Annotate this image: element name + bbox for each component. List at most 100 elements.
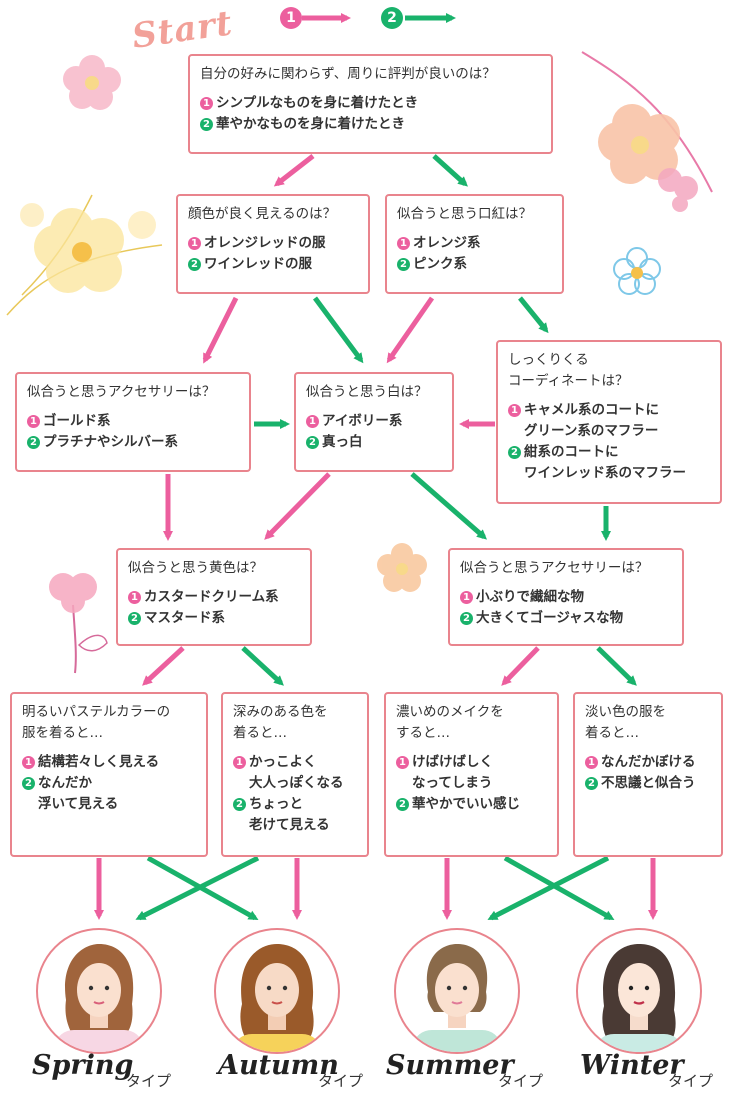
option-1-badge: 1 [460,591,473,604]
question-text: 似合うと思う白は？ [306,384,428,400]
option-2-text: 華やかなものを身に着けたとき [216,116,405,132]
question-text: 顔色が良く見えるのは？ [188,206,337,222]
option-2-text: 不思議と似合う [601,775,696,791]
question-text: しっくりくる コーディネートは？ [508,352,629,389]
arrow-q4b-q5d [596,646,637,686]
option-2-text: プラチナやシルバー系 [43,434,178,450]
result-avatar-autumn [214,928,340,1054]
result-label-spring: Spring [32,1050,134,1081]
option-1-badge: 1 [306,415,319,428]
option-2-badge: 2 [27,436,40,449]
flower-decoration-right-blue [613,247,661,295]
flower-decoration-top-right [581,51,713,212]
legend-number-1: 1 [280,7,302,29]
question-text: 淡い色の服を 着ると… [585,704,666,741]
option-2-text: ワインレッドの服 [204,256,312,272]
arrow-q1-q2b [432,154,468,187]
arrow-q2b-q3b [386,296,435,364]
arrow-q4a-q5a [142,646,185,686]
arrow-q3b-q4b [410,472,488,540]
flower-decoration-top-left [63,55,121,110]
question-text: 似合うと思う黄色は？ [128,560,263,576]
option-1-badge: 1 [585,756,598,769]
option-2-badge: 2 [396,798,409,811]
flower-decoration-left-yellow [6,194,163,316]
question-text: 自分の好みに関わらず、周りに評判が良いのは？ [200,66,496,82]
option-1-text: オレンジ系 [413,235,481,251]
result-avatar-spring [36,928,162,1054]
arrow-q5b-spring [135,855,260,921]
option-1-badge: 1 [396,756,409,769]
question-text: 似合うと思うアクセサリーは？ [460,560,649,576]
arrow-q2a-q3a [202,296,239,364]
arrow-q5d-summer [487,855,610,921]
woman-portrait-icon [596,944,682,1052]
legend-number-2: 2 [381,7,403,29]
option-1-text: 結構若々しく見える [38,754,160,770]
arrow-q4b-q5c [501,646,540,686]
result-label-autumn: Autumn [218,1050,339,1081]
option-1-badge: 1 [27,415,40,428]
option-2-text: ちょっと 老けて見える [249,796,330,833]
option-1-badge: 1 [128,591,141,604]
result-suffix-summer: タイプ [498,1072,544,1090]
option-2-badge: 2 [233,798,246,811]
option-2-badge: 2 [397,258,410,271]
option-1-badge: 1 [188,237,201,250]
arrow-q2b-q3c [518,296,549,334]
option-1-badge: 1 [397,237,410,250]
option-2-text: 真っ白 [322,434,363,450]
result-suffix-winter: タイプ [668,1072,714,1090]
option-2-text: なんだか 浮いて見える [38,775,119,812]
option-1-text: アイボリー系 [322,413,403,429]
question-text: 似合うと思う口紅は？ [397,206,532,222]
result-avatar-winter [576,928,702,1054]
arrow-q4a-q5b [241,646,284,686]
flower-decoration-left-pink [49,573,108,674]
option-1-badge: 1 [508,404,521,417]
option-1-badge: 1 [22,756,35,769]
question-text: 似合うと思うアクセサリーは？ [27,384,216,400]
question-text: 深みのある色を 着ると… [233,704,328,741]
question-text: 明るいパステルカラーの 服を着ると… [22,704,171,741]
option-2-badge: 2 [585,777,598,790]
option-1-text: シンプルなものを身に着けたとき [216,95,419,111]
option-2-badge: 2 [460,612,473,625]
woman-portrait-icon [414,944,500,1052]
arrow-q5c-winter [503,855,615,921]
option-1-text: オレンジレッドの服 [204,235,326,251]
option-1-text: ゴールド系 [43,413,111,429]
option-1-text: キャメル系のコートに グリーン系のマフラー [524,402,659,439]
result-suffix-spring: タイプ [126,1072,172,1090]
option-2-badge: 2 [188,258,201,271]
option-2-text: 華やかでいい感じ [412,796,520,812]
option-2-badge: 2 [128,612,141,625]
option-1-text: けばけばしく なってしまう [412,754,493,791]
option-2-badge: 2 [200,118,213,131]
arrow-q1-q2a [273,154,315,187]
option-2-text: 大きくてゴージャスな物 [476,610,624,626]
result-avatar-summer [394,928,520,1054]
woman-portrait-icon [56,944,142,1052]
option-1-badge: 1 [233,756,246,769]
option-2-badge: 2 [508,446,521,459]
result-label-summer: Summer [386,1050,514,1081]
question-text: 濃いめのメイクを すると… [396,704,504,741]
option-1-badge: 1 [200,97,213,110]
result-label-winter: Winter [580,1050,684,1081]
option-1-text: かっこよく 大人っぽくなる [249,754,344,791]
option-2-badge: 2 [22,777,35,790]
option-2-badge: 2 [306,436,319,449]
option-1-text: カスタードクリーム系 [144,589,279,605]
